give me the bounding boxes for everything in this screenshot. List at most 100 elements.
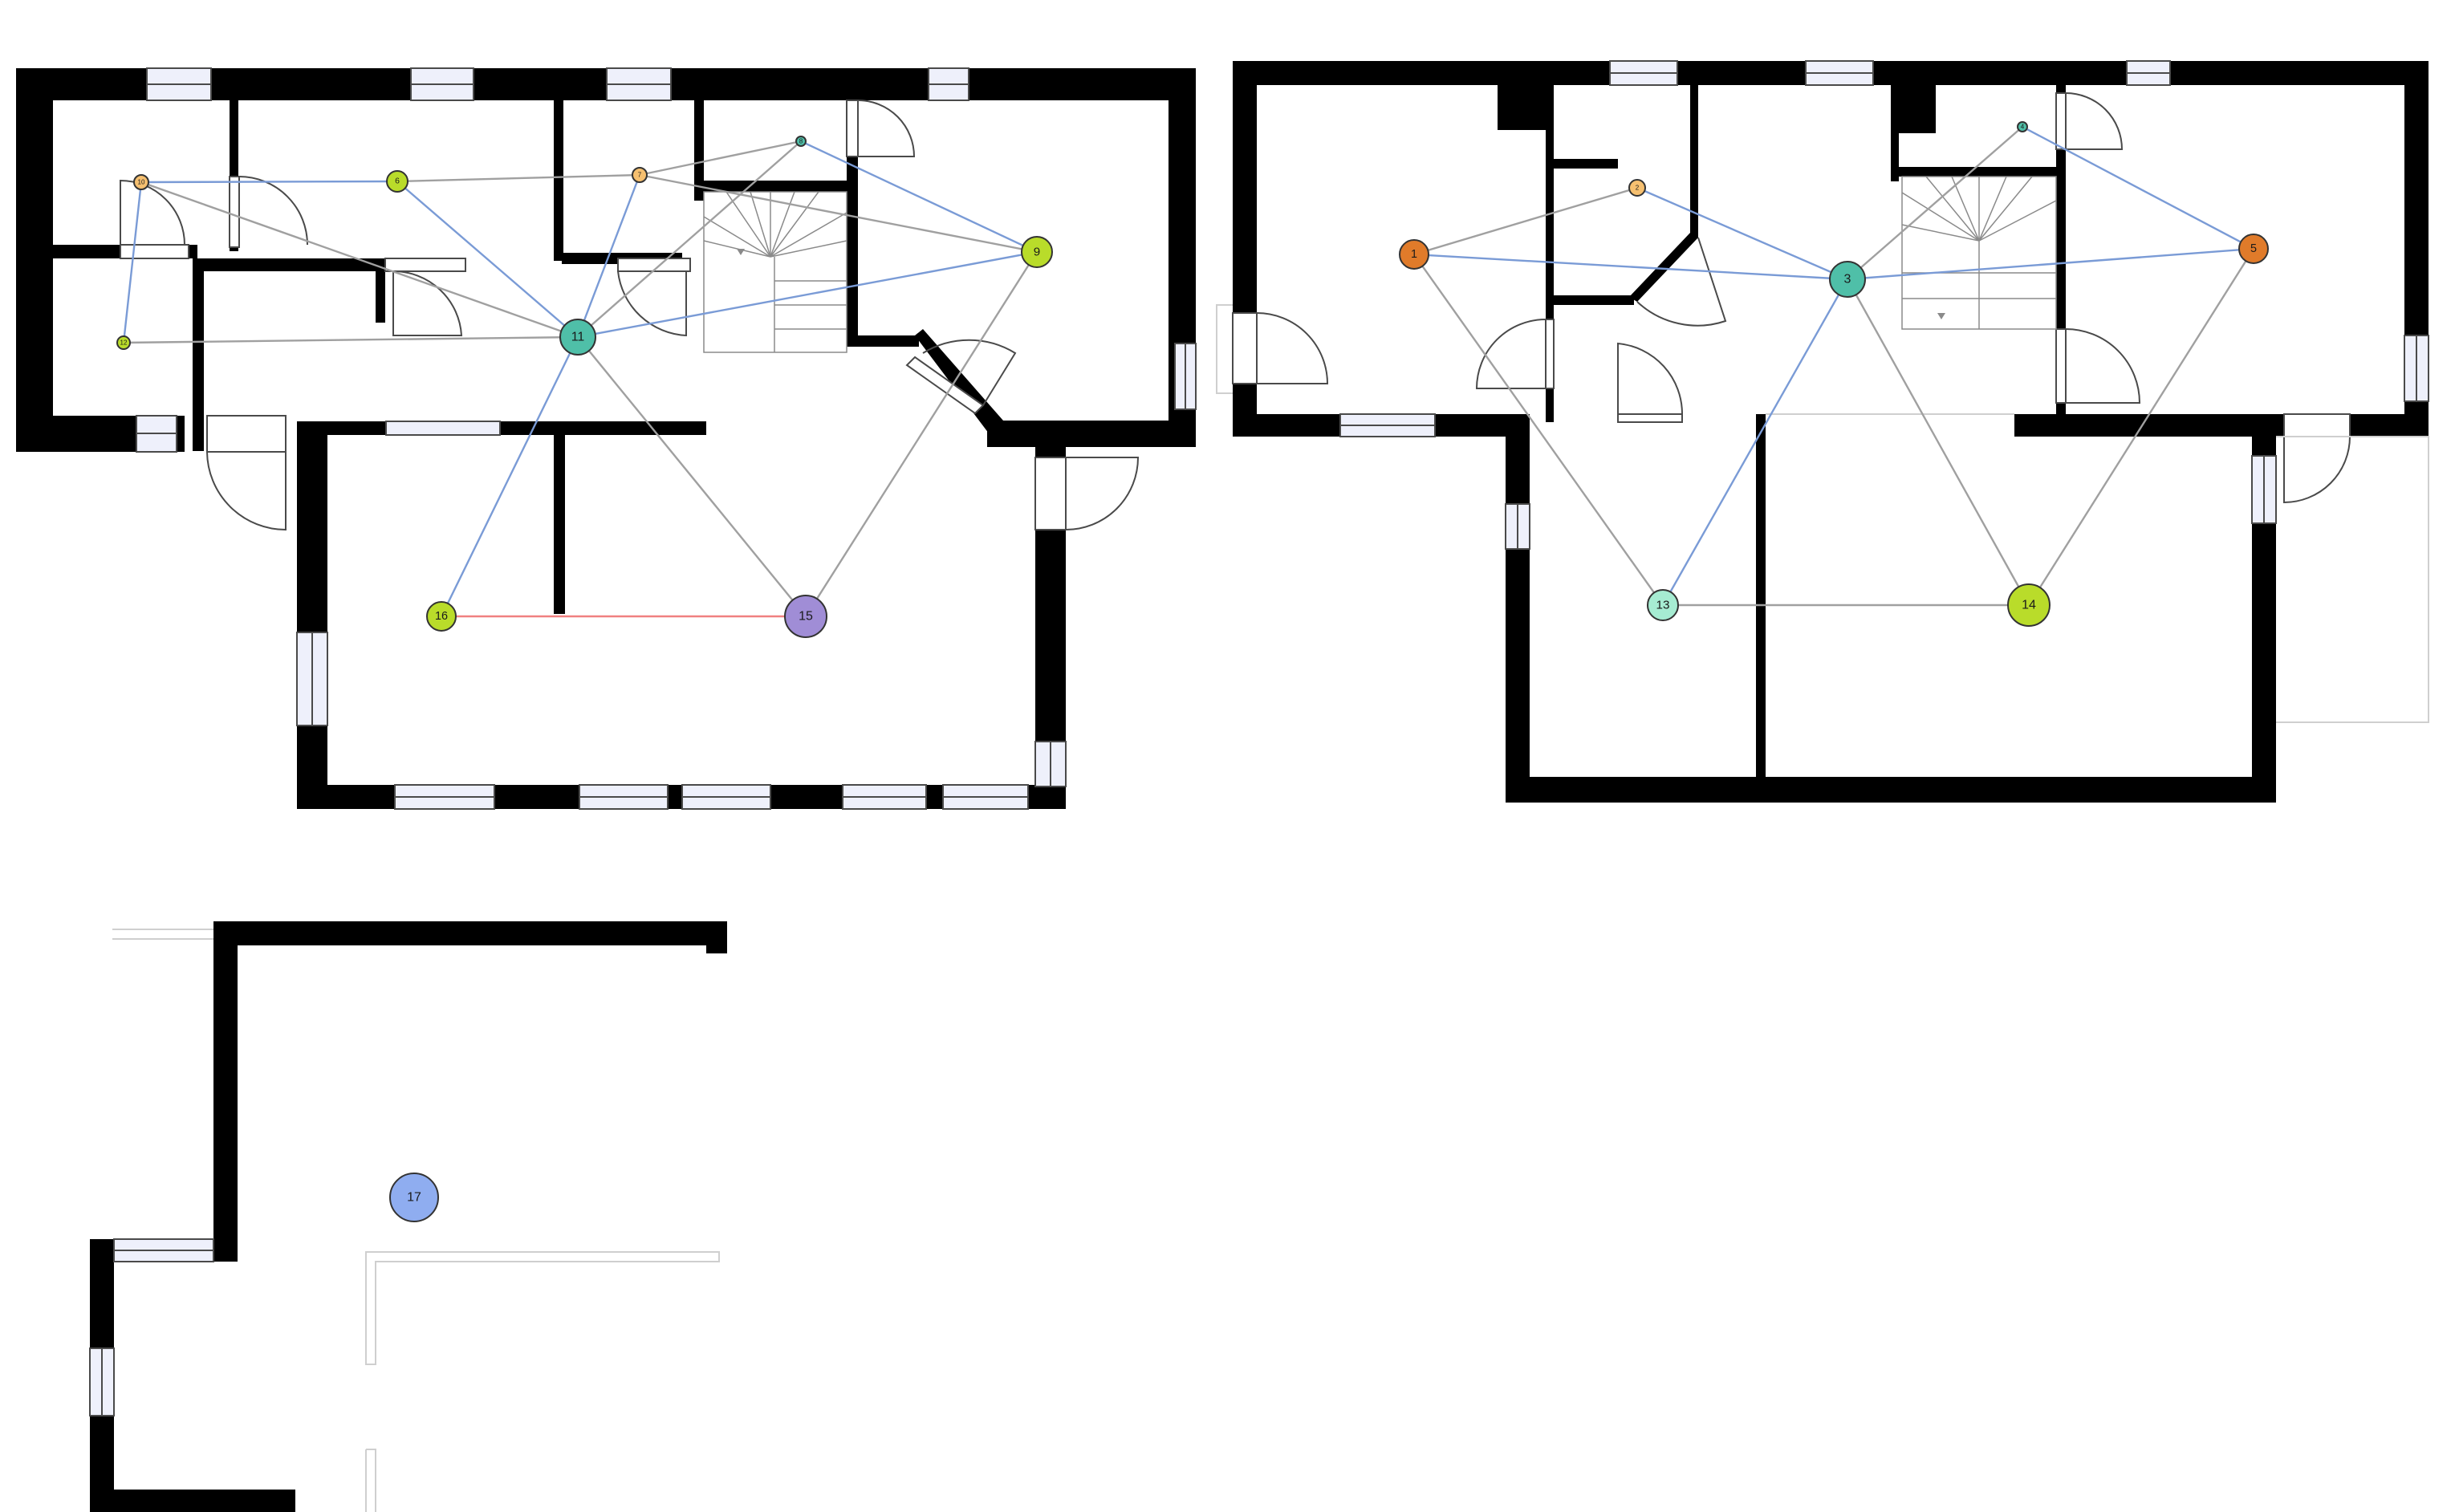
graph-node-11[interactable]: 11 [559, 319, 596, 356]
door [905, 356, 985, 415]
graph-node-circle[interactable] [1628, 179, 1646, 197]
door [2055, 328, 2067, 404]
door [229, 176, 240, 248]
wall [554, 433, 565, 614]
wall [2014, 414, 2429, 437]
door [2055, 92, 2067, 150]
graph-node-label: 1 [1411, 248, 1417, 261]
graph-node-12[interactable]: 12 [116, 335, 131, 350]
graph-node-3[interactable]: 3 [1829, 261, 1866, 298]
graph-edge-7-8 [639, 140, 802, 177]
graph-node-circle[interactable] [389, 1173, 439, 1222]
graph-node-label: 17 [407, 1191, 421, 1205]
graph-edge-8-11 [577, 140, 802, 338]
graph-node-9[interactable]: 9 [1021, 236, 1053, 268]
wall [1546, 85, 1554, 422]
graph-node-circle[interactable] [133, 174, 149, 190]
graph-node-1[interactable]: 1 [1399, 239, 1429, 270]
graph-node-13[interactable]: 13 [1647, 589, 1679, 621]
wall [213, 921, 238, 1262]
graph-node-5[interactable]: 5 [2238, 234, 2269, 264]
graph-node-4[interactable]: 4 [2017, 121, 2028, 132]
wall [376, 258, 385, 323]
graph-edge-9-15 [804, 251, 1038, 617]
graph-edge-12-11 [123, 335, 579, 344]
graph-node-8[interactable]: 8 [795, 136, 807, 147]
wall [1690, 85, 1698, 238]
graph-node-2[interactable]: 2 [1628, 179, 1646, 197]
graph-edge-11-16 [440, 336, 579, 617]
graph-node-circle[interactable] [784, 595, 827, 638]
graph-node-label: 15 [799, 610, 813, 624]
graph-node-label: 6 [395, 177, 400, 186]
graph-edge-6-7 [396, 173, 640, 183]
graph-node-6[interactable]: 6 [386, 170, 408, 193]
wall [297, 421, 327, 809]
wall [706, 921, 727, 953]
graph-edge-10-6 [140, 180, 398, 184]
graph-node-14[interactable]: 14 [2007, 583, 2051, 627]
door [1034, 457, 1067, 530]
graph-node-label: 8 [799, 138, 803, 145]
graph-node-7[interactable]: 7 [632, 167, 648, 183]
floor-a [16, 67, 1197, 810]
graph-node-10[interactable]: 10 [133, 174, 149, 190]
graph-node-circle[interactable] [2017, 121, 2028, 132]
graph-edge-6-11 [396, 181, 579, 338]
graph-node-label: 9 [1034, 246, 1040, 259]
graph-node-circle[interactable] [559, 319, 596, 356]
graph-node-label: 16 [435, 610, 448, 623]
wall [204, 258, 413, 271]
graph-edge-10-12 [122, 181, 143, 343]
graph-node-circle[interactable] [116, 335, 131, 350]
graph-node-circle[interactable] [1399, 239, 1429, 270]
wall [1891, 85, 1936, 133]
graph-edge-11-9 [577, 250, 1038, 339]
graph-node-circle[interactable] [2238, 234, 2269, 264]
graph-node-label: 4 [2021, 124, 2025, 131]
staircase [1901, 176, 2057, 330]
wall [1756, 414, 1766, 803]
door [120, 244, 189, 259]
graph-node-label: 7 [638, 172, 642, 179]
wall [554, 100, 563, 261]
graph-edge-11-15 [577, 336, 807, 617]
graph-node-circle[interactable] [426, 601, 457, 632]
graph-node-17[interactable]: 17 [389, 1173, 439, 1222]
wall [694, 181, 855, 192]
wall [213, 921, 727, 945]
graph-edge-7-9 [639, 173, 1038, 254]
graph-node-circle[interactable] [1647, 589, 1679, 621]
door [384, 258, 466, 272]
wall [193, 258, 204, 451]
wall [16, 68, 53, 452]
graph-edge-7-11 [576, 174, 641, 338]
graph-node-circle[interactable] [795, 136, 807, 147]
floor-b [1216, 60, 2429, 803]
graph-node-16[interactable]: 16 [426, 601, 457, 632]
door [2283, 413, 2351, 437]
graph-node-label: 13 [1656, 599, 1670, 612]
wall [1554, 295, 1634, 305]
wall [1498, 85, 1554, 130]
wall [1629, 233, 1698, 302]
graph-node-circle[interactable] [386, 170, 408, 193]
wall [1891, 167, 2064, 177]
graph-node-circle[interactable] [632, 167, 648, 183]
door [1545, 319, 1555, 389]
graph-edge-2-3 [1636, 186, 1848, 281]
wall [1506, 414, 1530, 803]
wall [915, 329, 1003, 433]
graph-edge-1-3 [1413, 253, 1848, 281]
graph-node-15[interactable]: 15 [784, 595, 827, 638]
graph-node-circle[interactable] [2007, 583, 2051, 627]
graph-edge-1-13 [1413, 254, 1664, 606]
graph-edge-3-14 [1846, 278, 2030, 606]
graph-edge-3-5 [1847, 247, 2254, 281]
graph-node-label: 11 [571, 331, 585, 344]
graph-node-label: 5 [2250, 242, 2257, 255]
graph-edges [122, 125, 2255, 618]
graph-node-label: 2 [1636, 185, 1640, 192]
graph-node-circle[interactable] [1021, 236, 1053, 268]
graph-node-circle[interactable] [1829, 261, 1866, 298]
